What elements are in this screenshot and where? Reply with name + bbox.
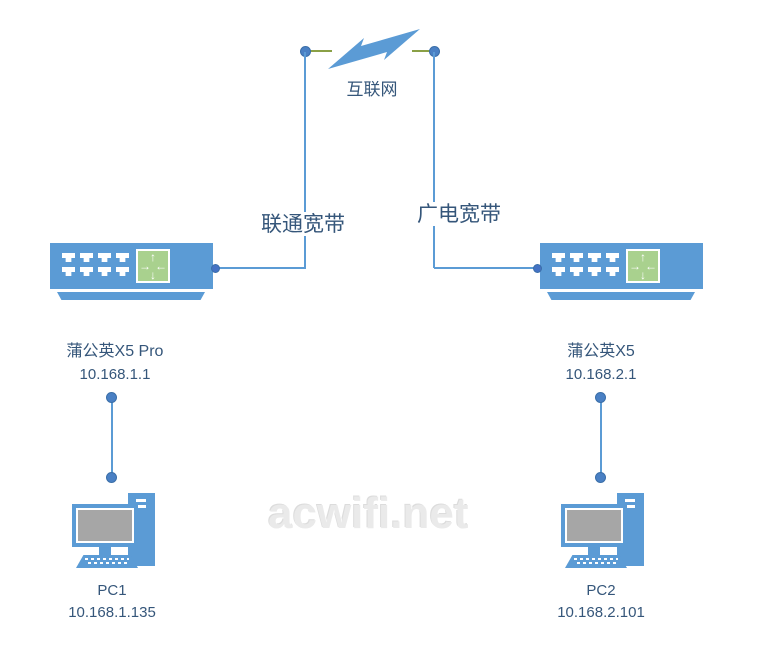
- wan-left-label: 联通宽带: [252, 212, 354, 237]
- router-arrows-icon: ↑ ↓ → ←: [626, 249, 660, 283]
- wan-right-label: 广电宽带: [408, 202, 510, 227]
- pc-monitor-icon: [561, 504, 627, 547]
- router-left-name: 蒲公英X5 Pro: [30, 343, 200, 362]
- ethernet-port-icon: [606, 267, 619, 276]
- ethernet-port-icon: [552, 267, 565, 276]
- arrow-right-icon: →: [629, 259, 641, 273]
- lan-line-left: [111, 398, 113, 478]
- pc-screen: [76, 508, 134, 543]
- ethernet-port-icon: [588, 253, 601, 262]
- router-right-ip: 10.168.2.1: [516, 366, 686, 384]
- tower-slot: [136, 499, 146, 502]
- ethernet-port-icon: [98, 267, 111, 276]
- pc-screen: [565, 508, 623, 543]
- ethernet-port-icon: [80, 267, 93, 276]
- ethernet-port-icon: [62, 267, 75, 276]
- wan-line-left-horizontal: [215, 267, 306, 269]
- keyboard-icon: [565, 555, 627, 568]
- ethernet-port-icon: [116, 253, 129, 262]
- monitor-stand: [99, 547, 111, 556]
- ethernet-port-icon: [62, 253, 75, 262]
- arrow-left-icon: ←: [155, 259, 167, 273]
- connection-dot: [595, 472, 606, 483]
- pc-right-name: PC2: [526, 582, 676, 600]
- ethernet-port-icon: [570, 253, 583, 262]
- internet-label: 互联网: [330, 80, 414, 100]
- router-arrows-icon: ↑ ↓ → ←: [136, 249, 170, 283]
- internet-link-line-right: [412, 50, 432, 52]
- ethernet-port-icon: [588, 267, 601, 276]
- ethernet-port-icon: [570, 267, 583, 276]
- connection-dot: [533, 264, 542, 273]
- keyboard-keys: [85, 558, 129, 565]
- router-left-icon: [50, 243, 213, 289]
- ethernet-port-icon: [80, 253, 93, 262]
- ethernet-port-icon: [552, 253, 565, 262]
- arrow-left-icon: ←: [645, 259, 657, 273]
- ethernet-port-icon: [98, 253, 111, 262]
- arrow-down-icon: ↓: [640, 268, 646, 282]
- arrow-up-icon: ↑: [640, 250, 646, 264]
- router-right-base: [547, 292, 695, 300]
- arrow-right-icon: →: [139, 259, 151, 273]
- lan-line-right: [600, 398, 602, 478]
- wan-line-right-horizontal: [434, 267, 538, 269]
- router-right-icon: [540, 243, 703, 289]
- router-right-ports: [552, 253, 619, 276]
- wan-line-left: [304, 52, 306, 268]
- arrow-up-icon: ↑: [150, 250, 156, 264]
- pc-left-name: PC1: [37, 582, 187, 600]
- pc-monitor-icon: [72, 504, 138, 547]
- tower-slot: [625, 499, 635, 502]
- lightning-icon: [328, 29, 420, 69]
- connection-dot: [211, 264, 220, 273]
- pc-right-ip: 10.168.2.101: [526, 604, 676, 622]
- connection-dot: [106, 392, 117, 403]
- router-right-name: 蒲公英X5: [516, 343, 686, 362]
- pc-right-icon: [557, 488, 649, 568]
- ethernet-port-icon: [606, 253, 619, 262]
- arrow-down-icon: ↓: [150, 268, 156, 282]
- connection-dot: [106, 472, 117, 483]
- router-left-ports: [62, 253, 129, 276]
- ethernet-port-icon: [116, 267, 129, 276]
- connection-dot: [595, 392, 606, 403]
- pc-left-ip: 10.168.1.135: [37, 604, 187, 622]
- monitor-stand: [588, 547, 600, 556]
- tower-slot: [625, 505, 635, 508]
- keyboard-keys: [574, 558, 618, 565]
- internet-link-line-left: [308, 50, 332, 52]
- wan-line-right: [433, 52, 435, 268]
- router-left-ip: 10.168.1.1: [30, 366, 200, 384]
- tower-slot: [136, 505, 146, 508]
- keyboard-icon: [76, 555, 138, 568]
- watermark: acwifi.net: [268, 489, 469, 538]
- pc-left-icon: [68, 488, 160, 568]
- router-left-base: [57, 292, 205, 300]
